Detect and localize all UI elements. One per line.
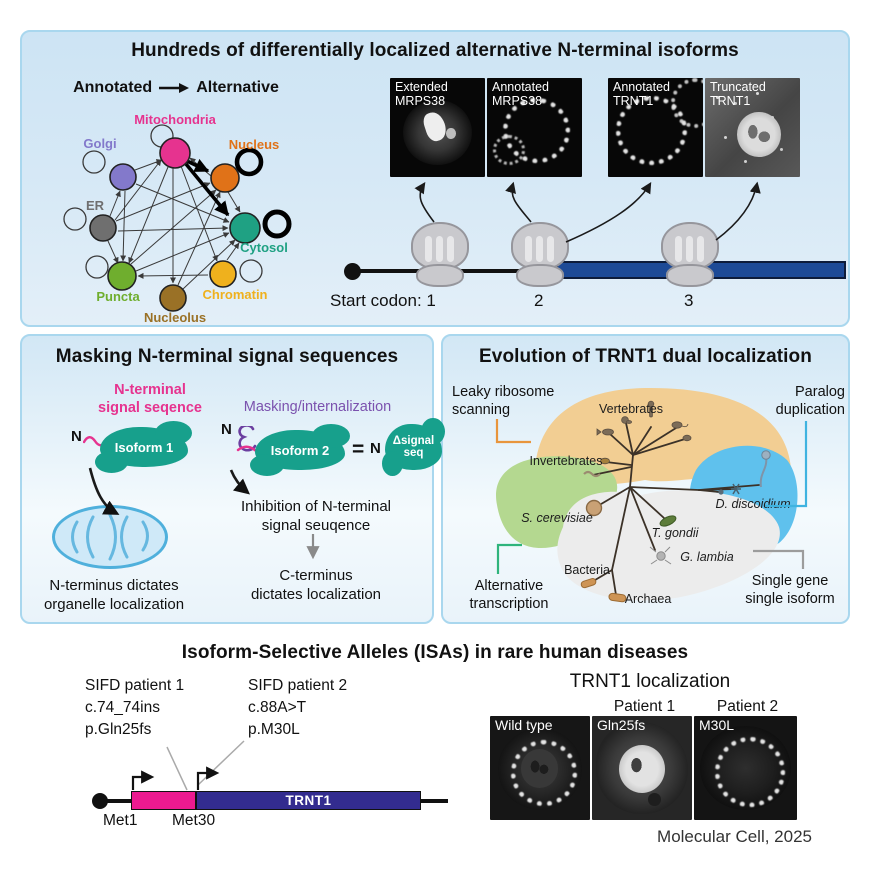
exon1-extension-box [131, 791, 196, 810]
patient1-column-label: Patient 1 [613, 698, 676, 715]
annotated-to-alternative: Annotated Alternative [58, 79, 294, 97]
micrograph-label: Annotated [613, 80, 670, 94]
micrograph-label: Extended [395, 80, 448, 94]
alternative-label: Alternative [196, 79, 279, 96]
trnt1-localization-title: TRNT1 localization [569, 671, 731, 692]
trnt1-gene-box: TRNT1 [196, 791, 421, 810]
micrograph-label: Annotated [492, 80, 549, 94]
masking-heading: Masking/internalization [243, 399, 392, 415]
isoform1-blob: Isoform 1 [94, 421, 193, 473]
micrograph-wildtype: Wild type [490, 716, 590, 820]
masking-title: Masking N-terminal signal sequences [55, 346, 399, 367]
gene-line-left [100, 799, 134, 803]
met1-label: Met1 [103, 812, 138, 829]
evolution-title: Evolution of TRNT1 dual localization [479, 346, 812, 367]
ribosome-1 [410, 222, 470, 287]
met30-label: Met30 [172, 812, 216, 829]
start-codon-label: Start codon: 1 [330, 291, 436, 310]
patient2-column-label: Patient 2 [716, 698, 779, 715]
isa-title: Isoform-Selective Alleles (ISAs) in rare… [181, 642, 689, 663]
n-terminus-label-2: N [221, 421, 232, 438]
n-terminus-label-1: N [71, 428, 82, 445]
gene-label: TRNT1 [285, 793, 332, 808]
gene-line-right [421, 799, 448, 803]
micrograph-m30l: M30L [694, 716, 797, 820]
start-codon-2: 2 [534, 291, 544, 310]
ribosome-2 [510, 222, 570, 287]
annotated-label: Annotated [73, 79, 153, 96]
top-panel-title: Hundreds of differentially localized alt… [131, 40, 739, 61]
ribosome-3 [660, 222, 720, 287]
journal-credit: Molecular Cell, 2025 [657, 827, 812, 846]
micrograph-gln25fs: Gln25fs [592, 716, 692, 820]
isoform2-blob: Isoform 2 [249, 424, 350, 476]
flow-arrow-icon [159, 82, 190, 94]
equals-sign: = [352, 438, 365, 461]
cristae [71, 513, 149, 561]
start-codon-3: 3 [684, 291, 694, 310]
n-terminus-label-3: N [370, 440, 381, 457]
mitochondrion [52, 505, 168, 569]
micrograph-label: Truncated [710, 80, 766, 94]
